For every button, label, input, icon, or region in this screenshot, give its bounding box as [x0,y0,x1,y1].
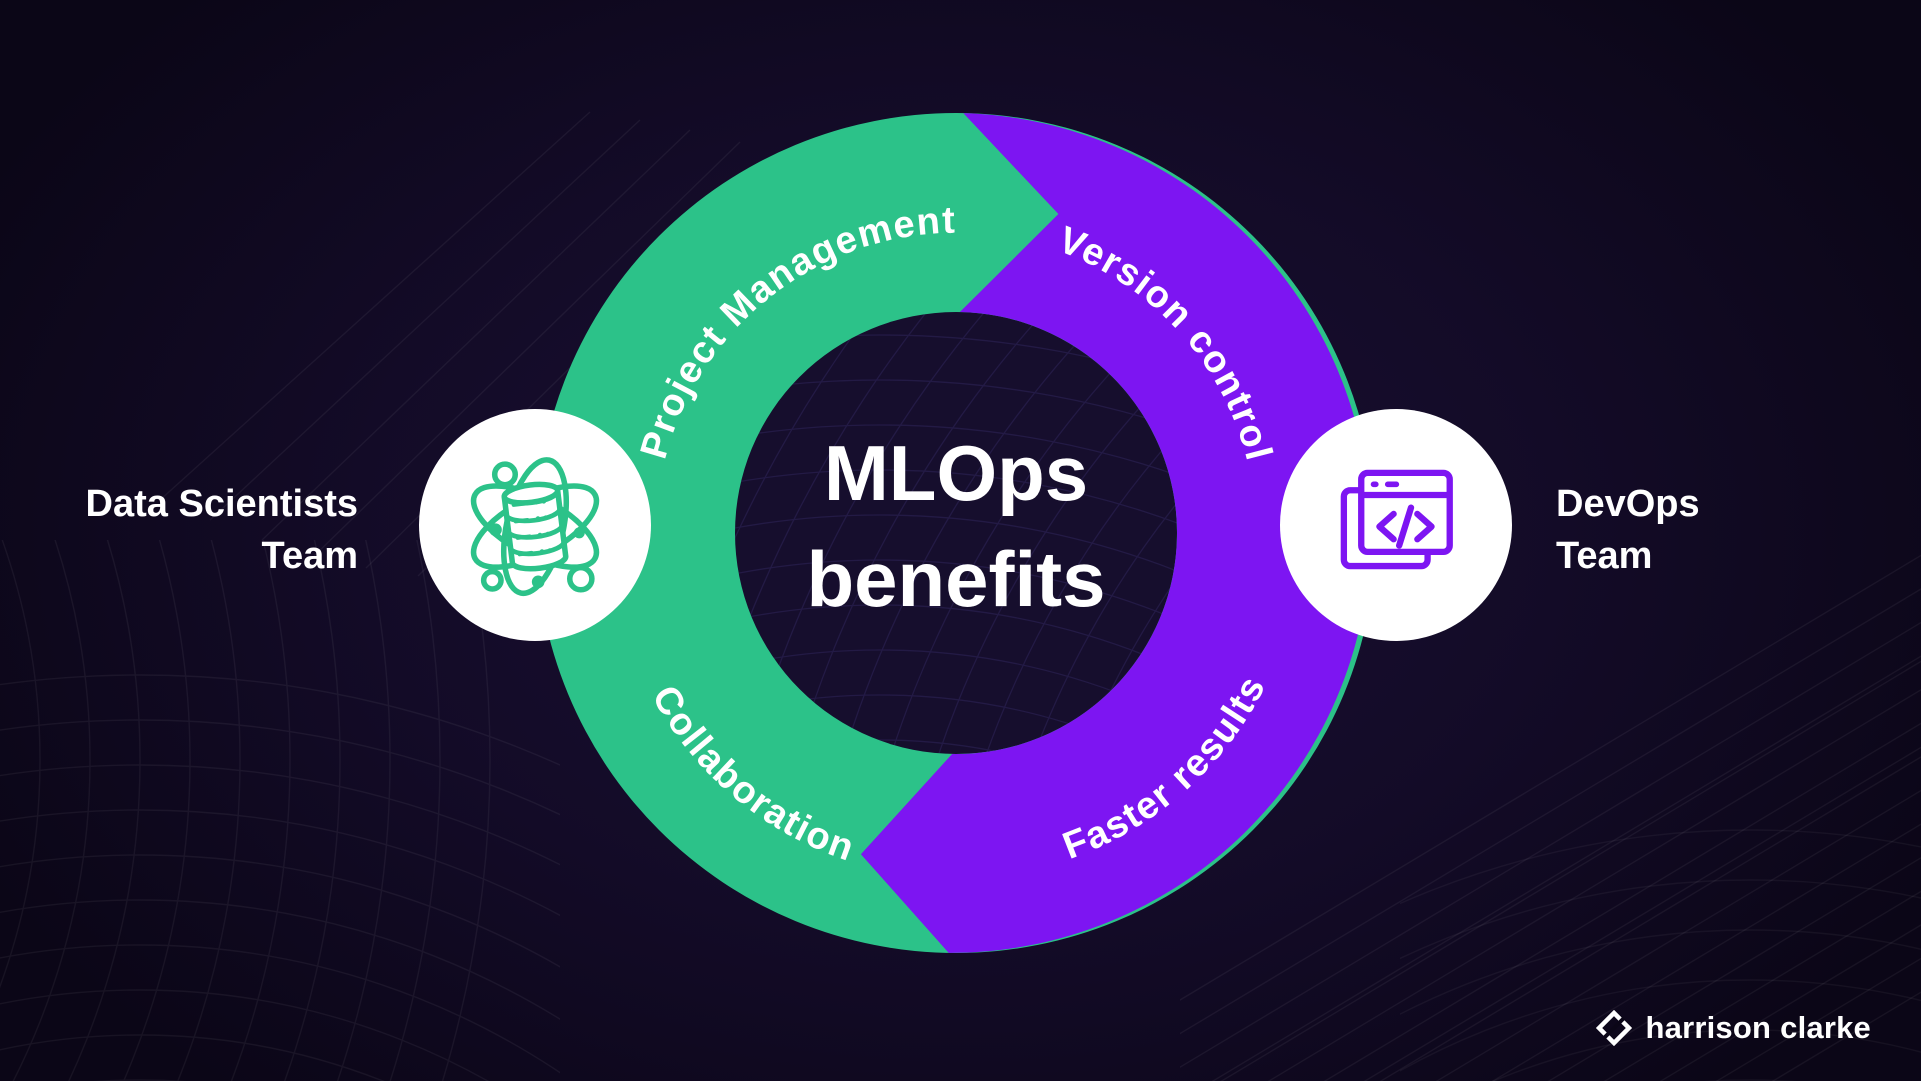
data-scientists-label-line1: Data Scientists [85,483,358,525]
center-title-line2: benefits [806,535,1106,623]
data-scientists-badge [419,409,651,641]
background-mesh-bottom-right [1400,829,1921,1081]
devops-label-line1: DevOps [1556,483,1700,525]
data-scientists-label-line2: Team [261,535,358,577]
background-mesh-bottom-left [0,540,560,1081]
atom-database-icon [470,457,600,597]
background-diagonals-right [1180,554,1921,1081]
ring-segment-purple [860,113,1371,953]
devops-label-line2: Team [1556,535,1653,577]
devops-label: DevOps Team [1556,478,1700,582]
center-title-line1: MLOps [823,429,1089,517]
data-scientists-label: Data Scientists Team [86,478,358,582]
center-title: MLOps benefits [656,420,1256,632]
donut-inner-circle [735,312,1177,754]
brand-word-1: harrison [1645,1010,1772,1045]
brand-word-2: clarke [1780,1010,1871,1045]
code-window-icon [1340,469,1453,570]
harrison-clarke-diamond-icon [1595,1010,1632,1046]
devops-badge [1280,409,1512,641]
